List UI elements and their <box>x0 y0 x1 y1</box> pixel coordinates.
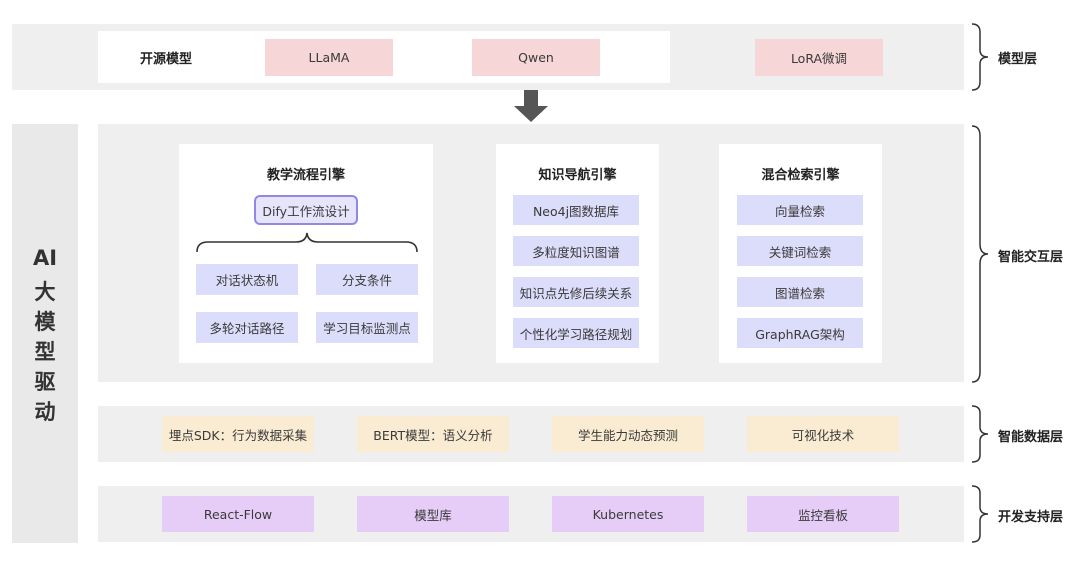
dev-support-layer-label: 开发支持层 <box>998 510 1064 525</box>
teaching-chip-state-machine: 对话状态机 <box>196 264 298 295</box>
teaching-flow-engine-title: 教学流程引擎 <box>266 168 345 183</box>
dev-chip-monitoring-dashboard: 监控看板 <box>747 496 899 532</box>
side-label-char: 驱 <box>34 370 56 394</box>
knowledge-navigation-engine-title: 知识导航引擎 <box>538 168 617 183</box>
side-label-char: 动 <box>34 400 56 424</box>
retrieval-chip-keyword: 关键词检索 <box>737 236 863 266</box>
teaching-chip-goal-monitor: 学习目标监测点 <box>316 312 418 343</box>
data-chip-ability-prediction: 学生能力动态预测 <box>552 416 704 452</box>
right-brace-icon <box>971 485 989 543</box>
side-label-char: AI <box>32 246 58 270</box>
model-chip-lora: LoRA微调 <box>755 39 883 76</box>
hybrid-retrieval-engine-title: 混合检索引擎 <box>761 168 840 183</box>
data-chip-tracking-sdk: 埋点SDK：行为数据采集 <box>162 416 314 452</box>
retrieval-chip-graph: 图谱检索 <box>737 277 863 307</box>
side-label-char: 型 <box>34 340 56 364</box>
knowledge-chip-prerequisite: 知识点先修后续关系 <box>513 277 639 307</box>
right-brace-icon <box>971 125 989 383</box>
model-layer-label: 模型层 <box>998 52 1038 67</box>
data-layer-label: 智能数据层 <box>998 430 1064 445</box>
ai-model-driven-sidebar: AI 大 模 型 驱 动 <box>12 124 78 543</box>
curly-brace-icon <box>196 232 418 253</box>
side-label-char: 模 <box>34 310 56 334</box>
model-chip-qwen: Qwen <box>472 39 600 76</box>
interaction-layer-label: 智能交互层 <box>998 250 1064 265</box>
right-brace-icon <box>971 405 989 463</box>
knowledge-chip-multi-granularity: 多粒度知识图谱 <box>513 236 639 266</box>
dev-chip-react-flow: React-Flow <box>162 496 314 532</box>
dify-workflow-chip: Dify工作流设计 <box>254 195 358 225</box>
right-brace-icon <box>971 23 989 91</box>
teaching-chip-multi-turn-path: 多轮对话路径 <box>196 312 298 343</box>
data-chip-visualization: 可视化技术 <box>747 416 899 452</box>
retrieval-chip-graphrag: GraphRAG架构 <box>737 318 863 348</box>
dev-chip-kubernetes: Kubernetes <box>552 496 704 532</box>
dev-chip-model-library: 模型库 <box>357 496 509 532</box>
teaching-chip-branch-condition: 分支条件 <box>316 264 418 295</box>
data-chip-bert: BERT模型：语义分析 <box>357 416 509 452</box>
knowledge-chip-neo4j: Neo4j图数据库 <box>513 195 639 225</box>
down-arrow-icon <box>514 90 548 122</box>
model-chip-llama: LLaMA <box>265 39 393 76</box>
side-label-char: 大 <box>34 280 56 304</box>
knowledge-chip-personalized-path: 个性化学习路径规划 <box>513 318 639 348</box>
retrieval-chip-vector: 向量检索 <box>737 195 863 225</box>
open-source-model-label: 开源模型 <box>140 52 193 67</box>
